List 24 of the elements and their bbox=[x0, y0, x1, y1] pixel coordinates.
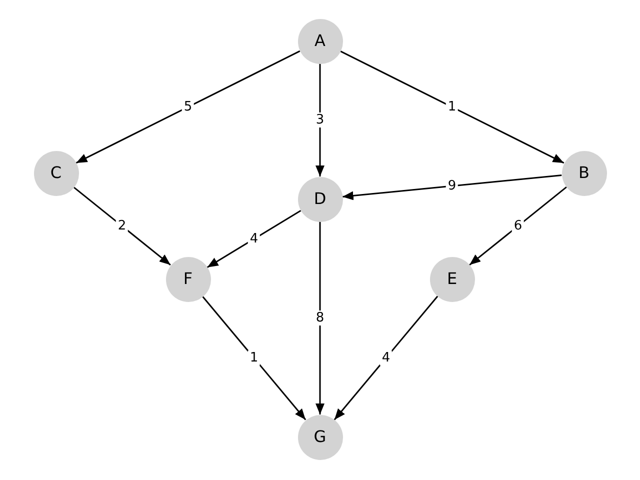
arrow bbox=[76, 50, 300, 164]
arrow bbox=[334, 296, 438, 420]
node-label: A bbox=[314, 33, 326, 49]
edge-label: 4 bbox=[248, 232, 260, 246]
arrow bbox=[469, 186, 567, 266]
edge-label: 2 bbox=[116, 218, 128, 234]
edge-label: 8 bbox=[314, 310, 326, 326]
edge-label: 3 bbox=[314, 112, 326, 128]
node-label: B bbox=[578, 165, 590, 181]
node-label: F bbox=[183, 271, 193, 287]
arrow bbox=[73, 186, 171, 266]
edge-label: 4 bbox=[380, 350, 392, 366]
arrow bbox=[316, 222, 324, 414]
node-label: G bbox=[314, 429, 326, 445]
edge-label: 6 bbox=[512, 218, 524, 234]
arrow bbox=[206, 210, 302, 268]
node-label: E bbox=[446, 271, 458, 287]
arrow bbox=[316, 64, 324, 176]
arrow bbox=[340, 50, 564, 164]
edge-label: 1 bbox=[248, 350, 260, 366]
arrow bbox=[202, 296, 306, 420]
node-label: D bbox=[314, 191, 326, 207]
arrow bbox=[342, 174, 562, 200]
node-label: C bbox=[50, 165, 62, 181]
